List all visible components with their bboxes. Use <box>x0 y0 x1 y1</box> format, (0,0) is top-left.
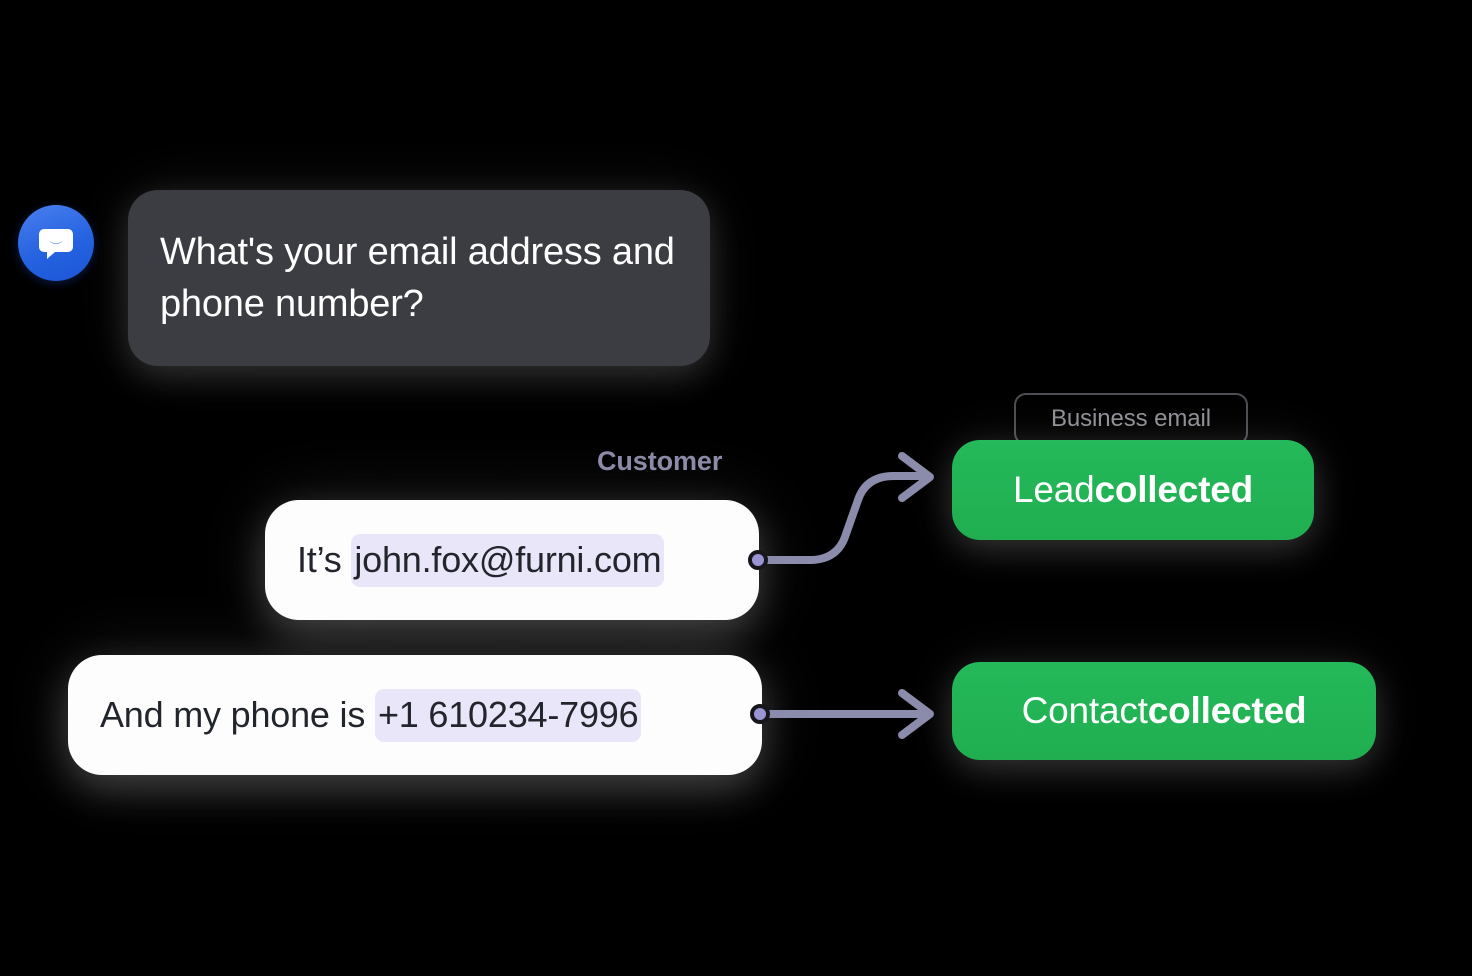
business-email-tag: Business email <box>1014 393 1248 445</box>
chat-bubble-icon <box>36 223 76 263</box>
status-badge-lead-collected: Lead collected <box>952 440 1314 540</box>
email-message-prefix: It’s <box>297 539 352 580</box>
badge-lead-label-light: Lead <box>1012 469 1095 510</box>
connector-arrowhead-email <box>898 452 934 502</box>
connector-dot-phone <box>750 704 770 724</box>
user-message-bubble-email: It’s john.fox@furni.com <box>265 500 759 620</box>
connector-arrowhead-phone <box>898 689 934 739</box>
phone-message-prefix: And my phone is <box>100 694 375 735</box>
badge-contact-label-bold: collected <box>1147 690 1307 731</box>
user-message-text-phone: And my phone is +1 610234-7996 <box>100 689 642 742</box>
bot-avatar <box>18 205 94 281</box>
email-highlight: john.fox@furni.com <box>351 534 665 587</box>
phone-highlight: +1 610234-7996 <box>374 689 642 742</box>
bot-message-text: What's your email address and phone numb… <box>160 231 675 325</box>
customer-sender-label: Customer <box>597 446 723 476</box>
connector-line-email <box>754 472 929 564</box>
bot-message-bubble: What's your email address and phone numb… <box>128 190 710 366</box>
user-message-bubble-phone: And my phone is +1 610234-7996 <box>68 655 762 775</box>
status-badge-contact-collected: Contact collected <box>952 662 1376 760</box>
badge-contact-label-light: Contact <box>1021 690 1148 731</box>
user-message-text-email: It’s john.fox@furni.com <box>297 534 665 587</box>
badge-lead-label-bold: collected <box>1094 469 1254 510</box>
connector-dot-email <box>748 550 768 570</box>
